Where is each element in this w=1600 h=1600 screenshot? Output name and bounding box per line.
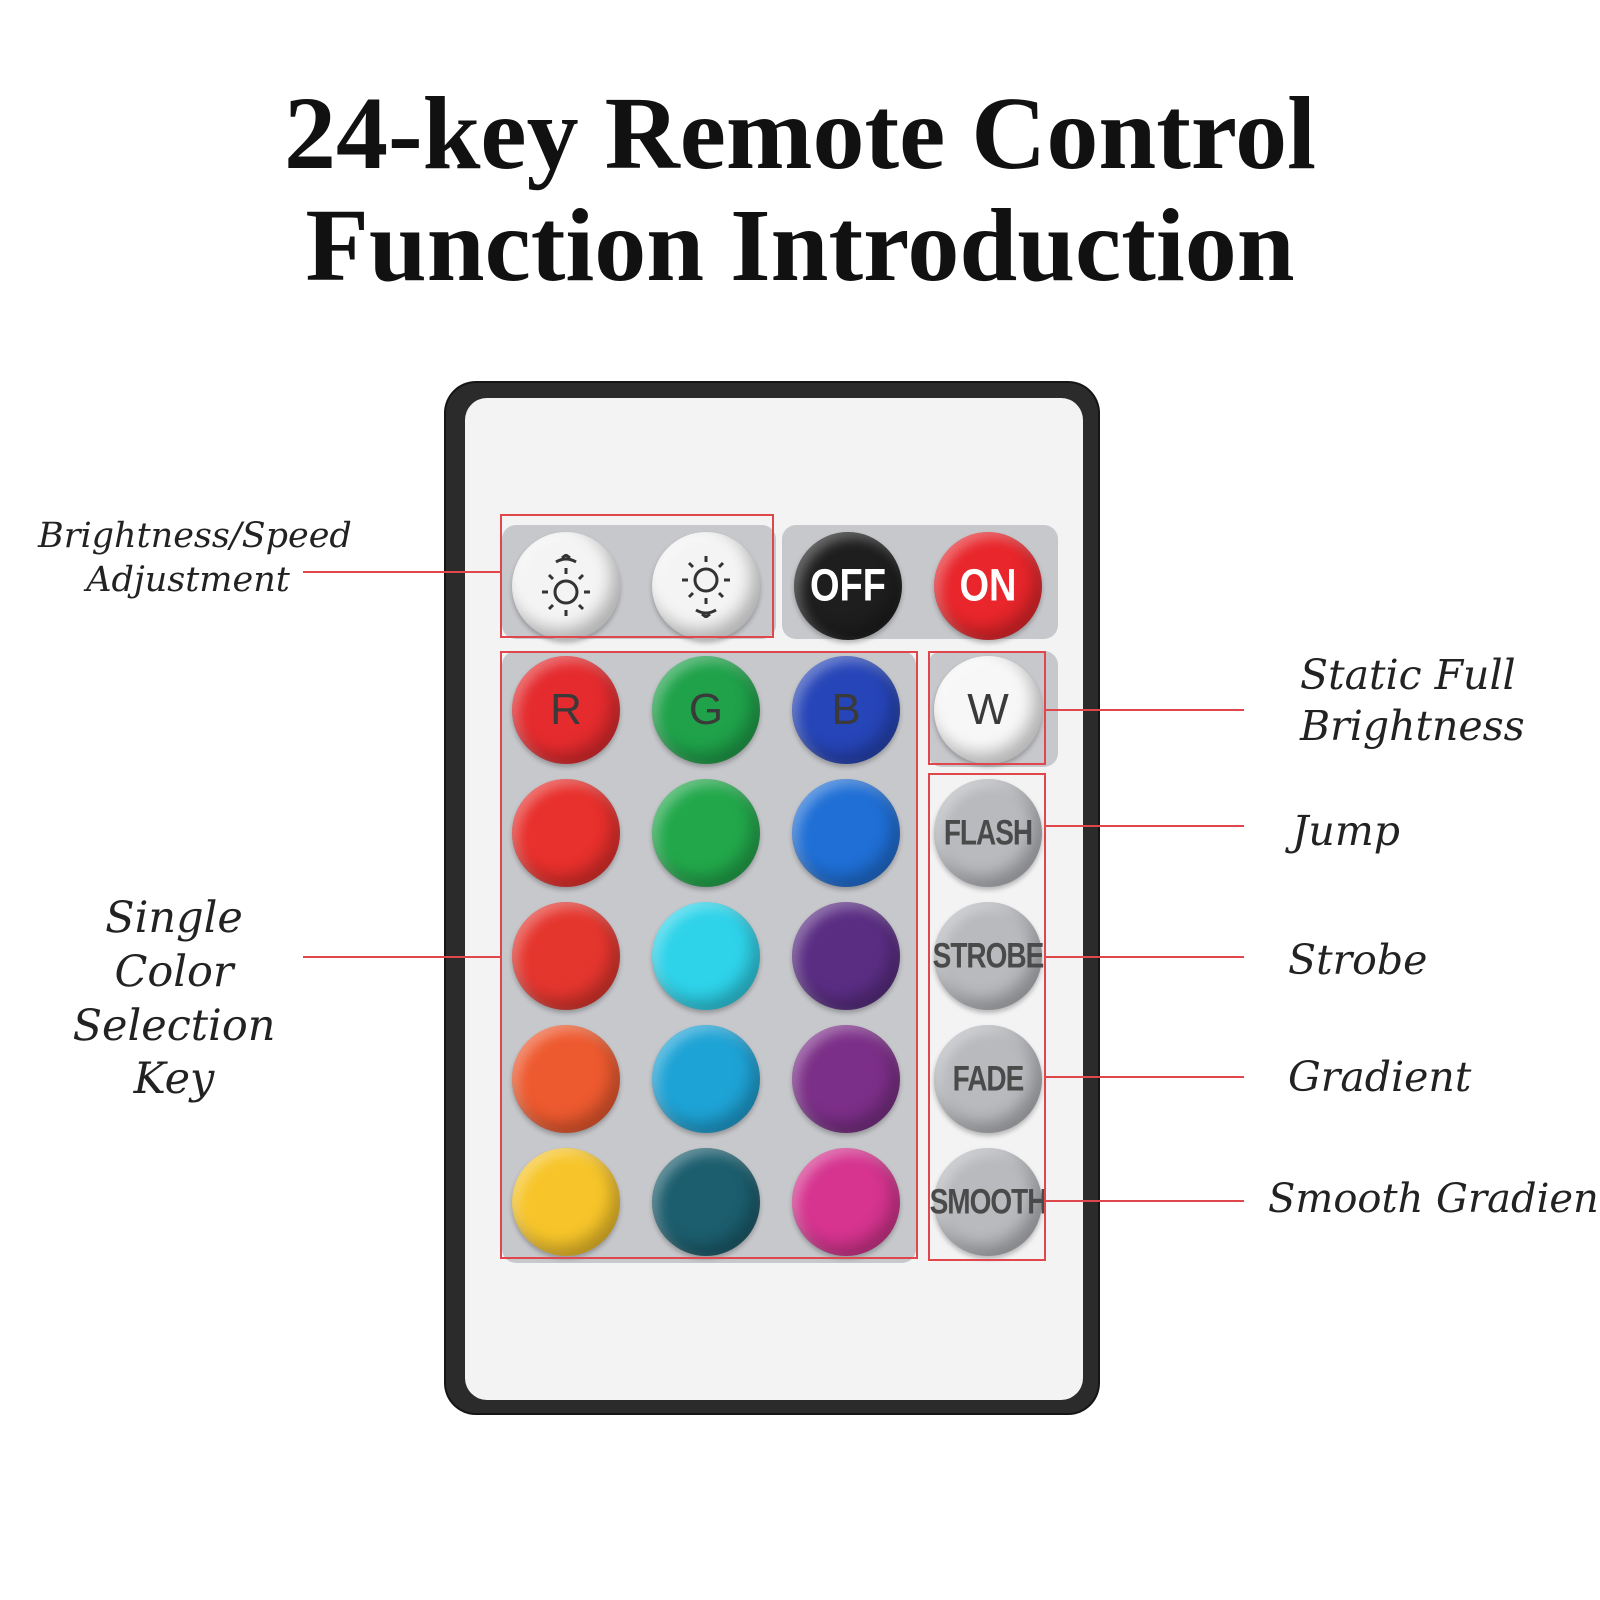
callout-smooth-gradient-label: Smooth Gradient <box>1268 1176 1600 1222</box>
off-button[interactable]: OFF <box>794 532 902 640</box>
color-button-r4c3[interactable] <box>792 1025 900 1133</box>
page-title-line-1: 24-key Remote Control <box>283 76 1317 191</box>
strobe-label: STROBE <box>932 936 1045 975</box>
flash-button[interactable]: FLASH <box>934 779 1042 887</box>
leader-single-color <box>303 956 502 958</box>
callout-static-full: Static Full Brightness <box>1300 650 1590 753</box>
fade-button[interactable]: FADE <box>934 1025 1042 1133</box>
smooth-button[interactable]: SMOOTH <box>930 1148 1047 1256</box>
callout-static-full-line-2: Brightness <box>1300 702 1525 751</box>
b-label: B <box>831 685 861 734</box>
leader-static-full <box>1046 709 1244 711</box>
callout-strobe: Strobe <box>1288 935 1427 986</box>
callout-single-color-line-2: Selection Key <box>72 1000 276 1105</box>
green-button[interactable]: G <box>652 656 760 764</box>
leader-jump <box>1046 825 1244 827</box>
callout-gradient-label: Gradient <box>1288 1053 1472 1101</box>
leader-gradient <box>1046 1076 1244 1078</box>
callout-brightness-line-2: Adjustment <box>86 559 290 600</box>
color-button-r3c1[interactable] <box>512 902 620 1010</box>
page-title-line-2: Function Introduction <box>305 188 1295 303</box>
flash-label: FLASH <box>943 813 1033 852</box>
callout-jump-label: Jump <box>1292 807 1400 855</box>
color-button-r2c1[interactable] <box>512 779 620 887</box>
brightness-up-button[interactable] <box>512 532 620 640</box>
callout-single-color: Single Color Selection Key <box>44 892 304 1107</box>
highlight-modes <box>928 773 1046 1261</box>
g-label: G <box>688 685 724 734</box>
strobe-button[interactable]: STROBE <box>932 902 1045 1010</box>
on-button[interactable]: ON <box>934 532 1042 640</box>
callout-static-full-line-1: Static Full <box>1300 651 1516 699</box>
red-button[interactable]: R <box>512 656 620 764</box>
on-label: ON <box>959 560 1017 611</box>
leader-strobe <box>1046 956 1244 958</box>
blue-button[interactable]: B <box>792 656 900 764</box>
smooth-label: SMOOTH <box>929 1182 1048 1221</box>
highlight-white <box>928 651 1046 765</box>
brightness-down-button[interactable] <box>652 532 760 640</box>
color-button-r4c1[interactable] <box>512 1025 620 1133</box>
brightness-up-icon <box>542 554 590 616</box>
r-label: R <box>550 685 582 734</box>
color-button-r5c1[interactable] <box>512 1148 620 1256</box>
color-button-r2c3[interactable] <box>792 779 900 887</box>
highlight-brightness <box>500 514 774 638</box>
leader-smooth-gradient <box>1046 1200 1244 1202</box>
color-button-r5c3[interactable] <box>792 1148 900 1256</box>
callout-jump: Jump <box>1292 806 1400 857</box>
fade-label: FADE <box>952 1059 1025 1098</box>
callout-strobe-label: Strobe <box>1288 936 1428 984</box>
white-button[interactable]: W <box>934 656 1042 764</box>
callout-brightness: Brightness/Speed Adjustment <box>38 515 352 603</box>
color-button-r2c2[interactable] <box>652 779 760 887</box>
callout-smooth-gradient: Smooth Gradient <box>1268 1174 1600 1224</box>
leader-brightness <box>303 571 502 573</box>
color-button-r3c3[interactable] <box>792 902 900 1010</box>
color-button-r3c2[interactable] <box>652 902 760 1010</box>
color-button-r5c2[interactable] <box>652 1148 760 1256</box>
callout-gradient: Gradient <box>1288 1052 1471 1103</box>
off-label: OFF <box>810 560 886 611</box>
color-button-r4c2[interactable] <box>652 1025 760 1133</box>
highlight-colors <box>500 651 918 1259</box>
w-label: W <box>967 685 1009 734</box>
brightness-down-icon <box>682 556 730 618</box>
callout-single-color-line-1: Single Color <box>105 893 243 997</box>
callout-brightness-line-1: Brightness/Speed <box>38 516 352 556</box>
